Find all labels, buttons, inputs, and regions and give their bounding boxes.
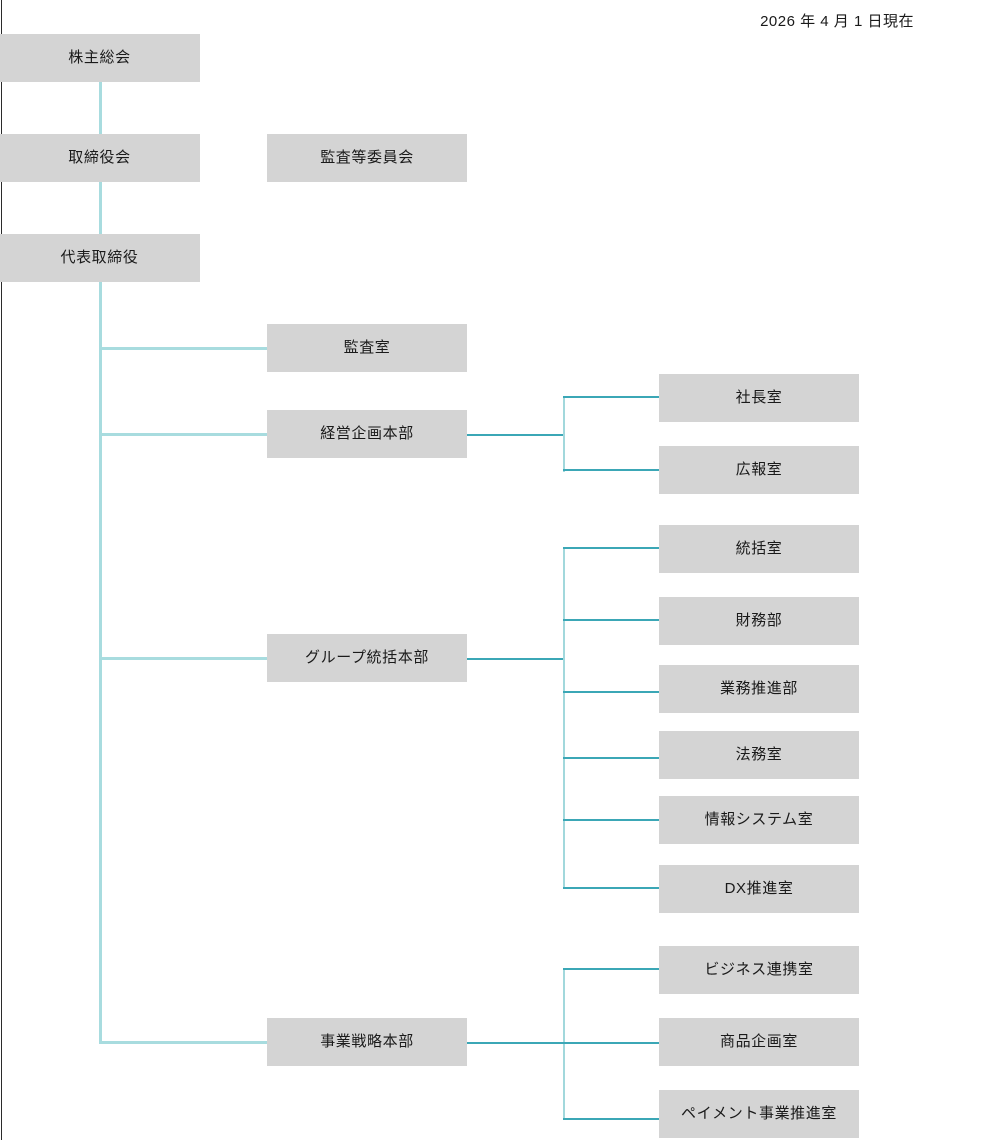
node-product-planning-office[interactable]: 商品企画室: [659, 1018, 859, 1066]
as-of-date-label: 2026 年 4 月 1 日現在: [760, 13, 914, 30]
node-board-of-directors[interactable]: 取締役会: [0, 134, 200, 182]
connector-main-trunk: [99, 282, 102, 1043]
connector-to-product-planning-office: [563, 1042, 660, 1044]
node-legal-office[interactable]: 法務室: [659, 731, 859, 779]
node-it-systems-office[interactable]: 情報システム室: [659, 796, 859, 844]
node-control-office[interactable]: 統括室: [659, 525, 859, 573]
connector-to-payment-business-office: [563, 1118, 660, 1120]
node-president-office[interactable]: 社長室: [659, 374, 859, 422]
connector-management-planning-spine: [563, 396, 565, 472]
connector-trunk-to-management-planning: [99, 433, 268, 436]
node-pr-office[interactable]: 広報室: [659, 446, 859, 494]
page-edge-rule: [1, 0, 2, 1140]
connector-trunk-to-audit-office: [99, 347, 268, 350]
node-dx-office[interactable]: DX推進室: [659, 865, 859, 913]
connector-business-strategy-spine: [563, 968, 565, 1120]
connector-to-president-office: [563, 396, 660, 398]
connector-to-legal-office: [563, 757, 660, 759]
node-payment-business-office[interactable]: ペイメント事業推進室: [659, 1090, 859, 1138]
connector-trunk-to-business-strategy: [99, 1041, 268, 1044]
connector-group-control-spine: [563, 547, 565, 889]
connector-to-dx-office: [563, 887, 660, 889]
connector-shareholders-to-board: [99, 82, 102, 134]
node-audit-committee[interactable]: 監査等委員会: [267, 134, 467, 182]
connector-to-control-office: [563, 547, 660, 549]
node-operations-dept[interactable]: 業務推進部: [659, 665, 859, 713]
node-representative-director[interactable]: 代表取締役: [0, 234, 200, 282]
connector-board-to-ceo: [99, 182, 102, 234]
connector-management-planning-stem: [467, 434, 565, 436]
connector-to-finance-dept: [563, 619, 660, 621]
node-finance-dept[interactable]: 財務部: [659, 597, 859, 645]
node-management-planning-hq[interactable]: 経営企画本部: [267, 410, 467, 458]
connector-to-it-systems-office: [563, 819, 660, 821]
connector-to-pr-office: [563, 469, 660, 471]
connector-trunk-to-group-control: [99, 657, 268, 660]
node-group-control-hq[interactable]: グループ統括本部: [267, 634, 467, 682]
connector-to-operations-dept: [563, 691, 660, 693]
node-business-strategy-hq[interactable]: 事業戦略本部: [267, 1018, 467, 1066]
connector-business-strategy-stem: [467, 1042, 565, 1044]
node-audit-office[interactable]: 監査室: [267, 324, 467, 372]
connector-group-control-stem: [467, 658, 565, 660]
node-business-alliance-office[interactable]: ビジネス連携室: [659, 946, 859, 994]
connector-to-business-alliance-office: [563, 968, 660, 970]
node-shareholders-meeting[interactable]: 株主総会: [0, 34, 200, 82]
